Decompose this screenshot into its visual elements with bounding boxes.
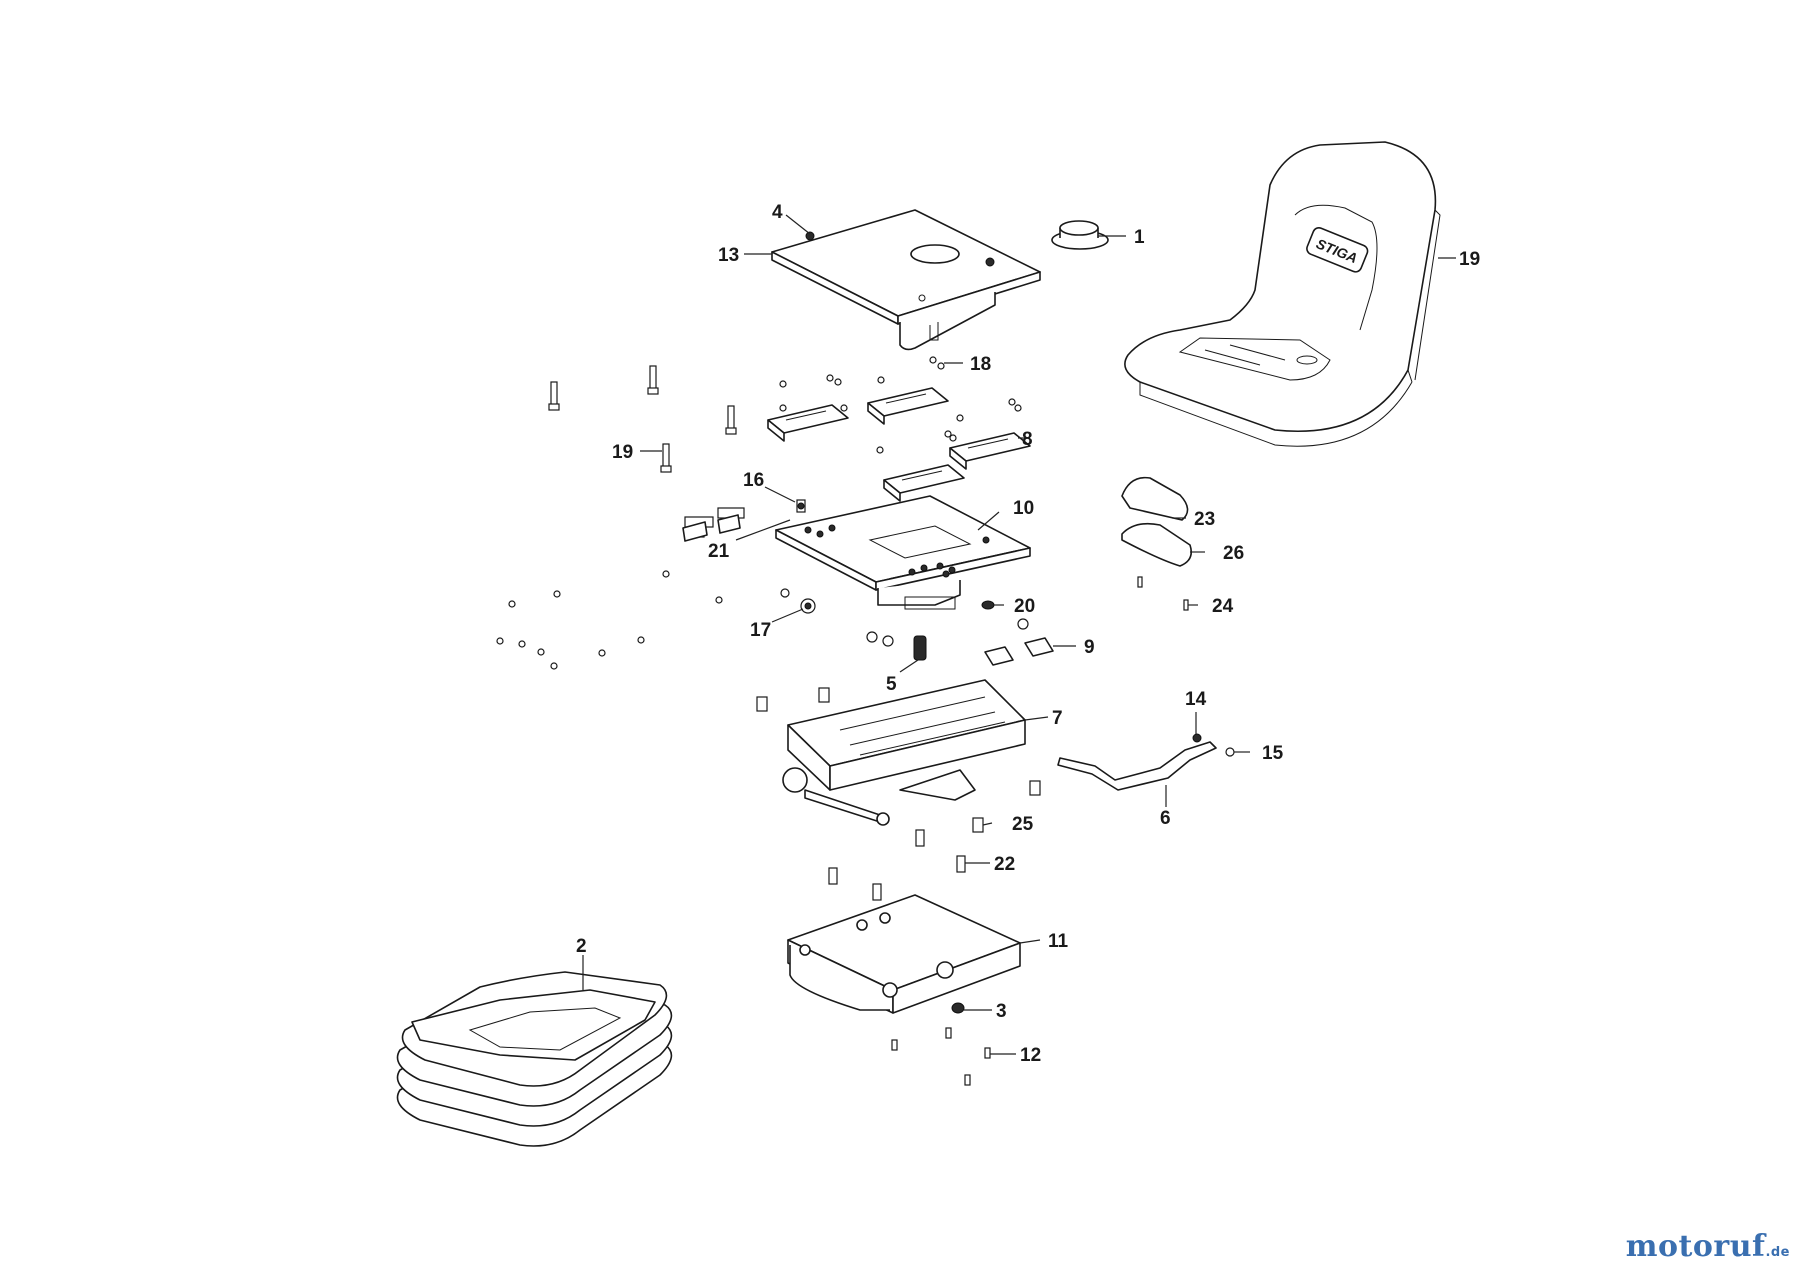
callout-labels: 4 13 1 19 18 8 19 16 10 23 21 26 24 20 1… bbox=[576, 202, 1480, 1066]
part-3-nut bbox=[951, 1002, 965, 1014]
part-16-bolt bbox=[796, 499, 806, 513]
motoruf-watermark: motoruf.de bbox=[1626, 1229, 1790, 1264]
callout-2: 2 bbox=[576, 936, 587, 957]
callout-10: 10 bbox=[1013, 498, 1034, 519]
part-23-armrest-cap bbox=[1121, 476, 1189, 521]
part-24-screw bbox=[1137, 576, 1189, 611]
misc-screws-center bbox=[866, 618, 1029, 647]
callout-9: 9 bbox=[1084, 637, 1095, 658]
watermark-tld: .de bbox=[1765, 1245, 1790, 1260]
callout-19-bolt: 19 bbox=[612, 442, 633, 463]
callout-13: 13 bbox=[718, 245, 739, 266]
part-6-lever bbox=[1057, 733, 1235, 791]
part-1-knob bbox=[1051, 220, 1109, 250]
callout-23: 23 bbox=[1194, 509, 1215, 530]
callout-26: 26 bbox=[1223, 543, 1244, 564]
callout-14: 14 bbox=[1185, 689, 1207, 710]
part-26-armrest-base bbox=[1121, 522, 1193, 567]
part-9-brackets bbox=[984, 637, 1054, 666]
callout-8: 8 bbox=[1022, 429, 1033, 450]
leader-lines bbox=[582, 214, 1456, 1055]
callout-12: 12 bbox=[1020, 1045, 1041, 1066]
callout-16: 16 bbox=[743, 470, 764, 491]
part-21-brackets bbox=[682, 514, 741, 542]
callout-25: 25 bbox=[1012, 814, 1034, 835]
callout-22: 22 bbox=[994, 854, 1015, 875]
watermark-text: motoruf bbox=[1625, 1229, 1766, 1264]
callout-20: 20 bbox=[1014, 596, 1035, 617]
part-2-bellows-cover bbox=[396, 971, 673, 1147]
part-7-suspension bbox=[756, 679, 1041, 901]
callout-3: 3 bbox=[996, 1001, 1007, 1022]
callout-5: 5 bbox=[886, 674, 897, 695]
part-11-base-frame bbox=[787, 894, 1021, 1014]
part-13-top-plate bbox=[771, 209, 1041, 351]
callout-4: 4 bbox=[772, 202, 783, 223]
callout-17: 17 bbox=[750, 620, 771, 641]
part-10-slide-plate bbox=[775, 495, 1031, 610]
part-5-spring bbox=[913, 635, 927, 661]
callout-7: 7 bbox=[1052, 708, 1063, 729]
nut-cluster bbox=[779, 356, 1022, 454]
part-17-nut bbox=[800, 598, 816, 614]
callout-11: 11 bbox=[1048, 931, 1069, 952]
callout-24: 24 bbox=[1212, 596, 1234, 617]
callout-6: 6 bbox=[1160, 808, 1171, 829]
small-screws-left bbox=[496, 507, 790, 670]
callout-19-seat: 19 bbox=[1459, 249, 1480, 270]
part-8-slide-rails bbox=[767, 387, 1031, 502]
part-19-seat: STIGA bbox=[1124, 141, 1441, 447]
bolt-cluster-19 bbox=[548, 365, 737, 473]
callout-18: 18 bbox=[970, 354, 991, 375]
part-12-screws bbox=[891, 1027, 991, 1086]
callout-21: 21 bbox=[708, 541, 730, 562]
callout-1: 1 bbox=[1134, 227, 1145, 248]
part-20-plug bbox=[981, 600, 995, 610]
callout-15: 15 bbox=[1262, 743, 1284, 764]
